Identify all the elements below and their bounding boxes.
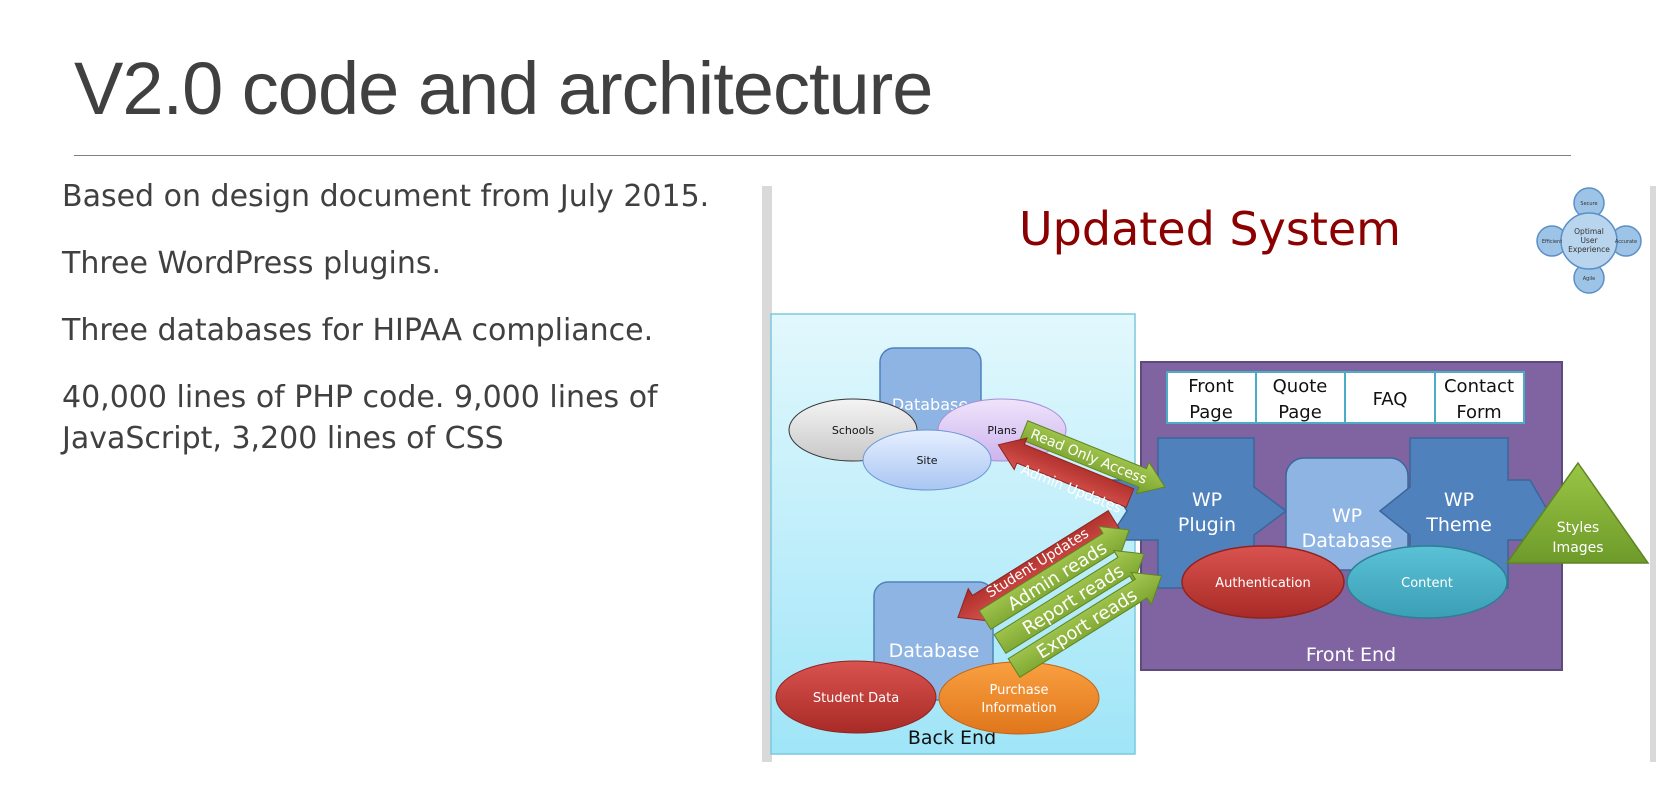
schools-label: Schools [832, 424, 875, 437]
bullet-code-lines: 40,000 lines of PHP code. 9,000 lines of… [62, 380, 658, 456]
purchase-label-1: Purchase [989, 683, 1048, 698]
site-label: Site [916, 454, 937, 467]
page-quote-1: Quote [1273, 376, 1328, 397]
diagram-title: Updated System [1019, 202, 1401, 256]
wp-database-label-2: Database [1302, 530, 1393, 552]
bullet-plugins: Three WordPress plugins. [62, 246, 442, 281]
bullet-list: Based on design document from July 2015.… [62, 176, 742, 485]
badge-center-1: Optimal [1574, 227, 1604, 236]
page-front-1: Front [1188, 376, 1234, 397]
badge-center-3: Experience [1568, 245, 1610, 254]
wp-theme-label-2: Theme [1425, 514, 1492, 536]
badge-top: Secure [1580, 201, 1597, 207]
badge-bottom: Agile [1583, 276, 1595, 282]
slide-title: V2.0 code and architecture [74, 47, 933, 130]
wp-plugin-label-1: WP [1192, 489, 1222, 511]
page-faq: FAQ [1373, 389, 1408, 410]
content-ellipse [1346, 545, 1508, 619]
diagram-frame-left-bar [762, 186, 772, 762]
wp-plugin-label-2: Plugin [1178, 514, 1236, 536]
authentication-ellipse [1181, 545, 1345, 619]
site-ellipse [862, 429, 992, 491]
bullet-databases: Three databases for HIPAA compliance. [62, 313, 654, 348]
page-quote-2: Page [1278, 402, 1322, 423]
page-contact-1: Contact [1444, 376, 1514, 397]
front-end-label: Front End [1306, 644, 1396, 666]
styles-label-1: Styles [1557, 520, 1599, 536]
experience-badge: Optimal User Experience Secure Agile Eff… [1536, 187, 1642, 294]
wp-database-label-1: WP [1332, 505, 1362, 527]
authentication-label: Authentication [1215, 576, 1310, 591]
top-database-label: Database [892, 395, 968, 414]
page-contact-2: Form [1456, 402, 1501, 423]
back-end-label: Back End [908, 727, 996, 749]
badge-center-2: User [1580, 236, 1598, 245]
bottom-database-label: Database [889, 640, 980, 662]
styles-label-2: Images [1552, 540, 1603, 556]
page-boxes: Front Page Quote Page FAQ Contact Form [1166, 371, 1525, 424]
title-divider [74, 155, 1571, 156]
page-front-2: Page [1189, 402, 1233, 423]
purchase-label-2: Information [981, 701, 1056, 716]
plans-label: Plans [987, 424, 1016, 437]
diagram-frame-right-bar [1650, 186, 1656, 762]
content-label: Content [1401, 576, 1453, 591]
wp-theme-label-1: WP [1444, 489, 1474, 511]
bullet-design-doc: Based on design document from July 2015. [62, 179, 710, 214]
student-data-ellipse [775, 660, 937, 734]
styles-images-triangle [1505, 461, 1650, 564]
student-data-label: Student Data [813, 691, 899, 706]
badge-left: Efficient [1542, 239, 1562, 245]
admin-updates-arrow [997, 437, 1135, 508]
badge-right: Accurate [1615, 239, 1637, 245]
